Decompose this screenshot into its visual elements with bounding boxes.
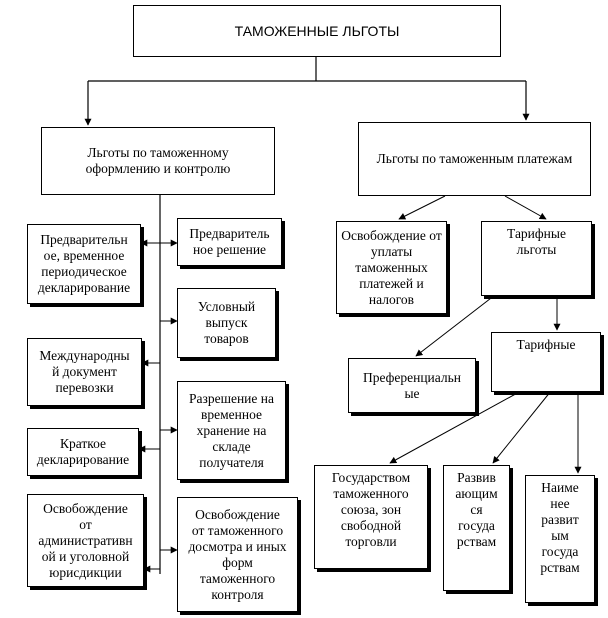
right-branch-header-label: Льготы по таможенным платежам: [376, 151, 573, 166]
left-item-label-2: Международны й документ перевозки: [39, 348, 130, 395]
left-item-box-2: Международны й документ перевозки: [27, 338, 142, 406]
exemption-label: Освобождение от уплаты таможенных платеж…: [341, 227, 442, 307]
right-branch-header-box: Льготы по таможенным платежам: [358, 122, 591, 196]
left-item-label-1: Предварительн ое, временное периодическо…: [37, 232, 131, 295]
right-item-label-1: Предваритель ное решение: [189, 226, 270, 257]
left-item-label-3: Краткое декларирование: [36, 436, 130, 467]
preferential-box: Преференциальн ые: [348, 358, 476, 413]
arrow-to-customs-union: [389, 390, 522, 464]
left-item-box-1: Предварительн ое, временное периодическо…: [27, 224, 141, 304]
left-item-label-4: Освобождение от административн ой и угол…: [38, 500, 133, 580]
right-item-label-4: Освобождение от таможенного досмотра и и…: [188, 506, 287, 602]
left-item-box-4: Освобождение от административн ой и угол…: [27, 494, 144, 587]
tariff-benefits-label: Тарифные льготы: [507, 226, 566, 257]
tariff-benefits-box: Тарифные льготы: [481, 221, 592, 296]
preferential-label: Преференциальн ые: [362, 369, 462, 401]
right-item-box-4: Освобождение от таможенного досмотра и и…: [177, 497, 298, 612]
least-developed-label: Наиме нее развит ым госуда рствам: [540, 480, 580, 575]
root-box: ТАМОЖЕННЫЕ ЛЬГОТЫ: [133, 5, 501, 57]
left-branch-header-box: Льготы по таможенному оформлению и контр…: [41, 127, 275, 195]
left-branch-header-label: Льготы по таможенному оформлению и контр…: [85, 145, 231, 176]
arrow-to-developing: [492, 390, 552, 464]
tariff-label: Тарифные: [516, 337, 576, 352]
arrow-to-preferential: [415, 294, 496, 357]
right-item-label-2: Условный выпуск товаров: [197, 299, 256, 346]
developing-countries-label: Развив ающим ся госуда рствам: [455, 470, 498, 549]
right-item-label-3: Разрешение на временное хранение на скла…: [189, 390, 274, 470]
root-label: ТАМОЖЕННЫЕ ЛЬГОТЫ: [234, 23, 400, 39]
right-item-box-1: Предваритель ное решение: [177, 218, 282, 266]
developing-countries-box: Развив ающим ся госуда рствам: [443, 465, 510, 591]
left-item-box-3: Краткое декларирование: [27, 428, 139, 476]
right-item-box-3: Разрешение на временное хранение на скла…: [177, 381, 286, 480]
exemption-box: Освобождение от уплаты таможенных платеж…: [336, 221, 447, 314]
customs-union-box: Государством таможенного союза, зон своб…: [314, 465, 428, 569]
arrow-to-exemption: [398, 195, 446, 220]
customs-union-label: Государством таможенного союза, зон своб…: [331, 470, 411, 549]
tariff-box: Тарифные: [491, 332, 601, 392]
arrow-to-tariff-benefits: [504, 195, 547, 220]
right-item-box-2: Условный выпуск товаров: [177, 288, 276, 358]
least-developed-box: Наиме нее развит ым госуда рствам: [525, 475, 595, 603]
